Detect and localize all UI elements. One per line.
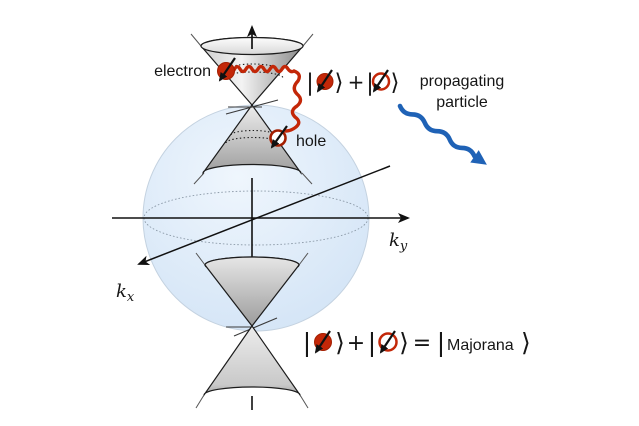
blue-arrowhead-icon — [470, 150, 487, 165]
top-superposition-kets: | ⟩ + | ⟩ — [306, 69, 400, 96]
cone-generator-line — [302, 33, 314, 47]
red-wavy-line — [232, 64, 303, 133]
cone-generator-line — [195, 394, 205, 409]
equals-sign: = — [413, 331, 431, 356]
ket-rangle: ⟩ — [399, 328, 409, 357]
ket-bar: | — [366, 70, 374, 96]
cone-generator-line — [195, 252, 206, 266]
ket-bar: | — [303, 328, 311, 357]
electron-label: electron — [154, 63, 211, 80]
electron-marker — [217, 57, 236, 82]
bottom-dirac-cones — [195, 252, 309, 410]
cone-generator-line — [298, 252, 309, 266]
kx-axis — [137, 165, 391, 266]
cone-generator-line — [190, 33, 202, 47]
electron-spin-arrow-icon — [314, 330, 331, 354]
majorana-equation: | ⟩ + | ⟩ = | Majorana ⟩ — [303, 328, 531, 357]
cone-generator-line — [193, 172, 205, 185]
hole-spin-arrow-icon — [379, 330, 396, 354]
electron-spin-arrow-icon — [218, 57, 236, 82]
propagating-particle-label-line1: propagating — [420, 73, 505, 90]
plus-sign: + — [347, 331, 365, 356]
propagating-particle-label-line2: particle — [436, 94, 488, 111]
ky-axis-label: ky — [389, 230, 408, 254]
ket-bar: | — [368, 328, 376, 357]
ket-rangle: ⟩ — [391, 70, 400, 96]
cone-generator-line — [299, 394, 309, 409]
blue-wavy-line — [397, 103, 477, 159]
hole-spin-arrow-icon — [270, 125, 288, 149]
ket-rangle: ⟩ — [521, 328, 531, 357]
hole-label: hole — [296, 133, 326, 150]
ket-rangle: ⟩ — [335, 328, 345, 357]
lower-valence-cone-body — [204, 256, 300, 327]
axes-group: ky kx — [112, 165, 410, 305]
energy-contour-dotted — [230, 129, 276, 136]
ket-bar: | — [306, 70, 314, 96]
majorana-label: Majorana — [447, 337, 514, 354]
kx-axis-label: kx — [116, 281, 135, 305]
lower-conduction-cone-body — [203, 324, 301, 397]
dirac-point-line — [233, 317, 278, 337]
cone-generator-line — [301, 172, 313, 185]
electron-spin-arrow-icon — [316, 69, 333, 93]
hole-spin-arrow-icon — [372, 69, 389, 93]
ket-bar: | — [437, 328, 445, 357]
hole-cone-body — [202, 103, 302, 175]
plus-sign: + — [348, 70, 365, 94]
propagating-wave-arrow — [397, 103, 487, 165]
dirac-point-line — [225, 99, 279, 115]
ket-rangle: ⟩ — [335, 70, 344, 96]
hole-marker — [269, 125, 288, 149]
